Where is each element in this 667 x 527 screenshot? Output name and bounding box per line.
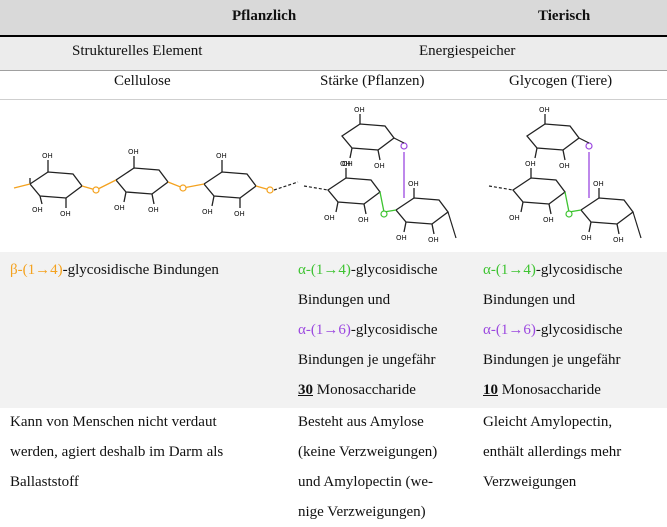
alpha16-label: α-(1→6) (298, 322, 351, 338)
svg-text:OH: OH (42, 152, 53, 160)
svg-text:OH: OH (613, 236, 624, 244)
svg-text:OH: OH (539, 106, 550, 114)
svg-text:OH: OH (408, 180, 419, 188)
name-glycogen: Glycogen (Tiere) (509, 73, 613, 89)
svg-text:OH: OH (148, 206, 159, 214)
note-cellulose: Kann von Menschen nicht verdaut werden, … (10, 414, 224, 490)
svg-text:OH: OH (509, 214, 520, 222)
branch-count: 10 (483, 382, 498, 398)
branch-count: 30 (298, 382, 313, 398)
svg-text:OH: OH (216, 152, 227, 160)
starch-structure: OH OH OH OH OH OH OH OH OH (303, 106, 457, 244)
notes-row: Kann von Menschen nicht verdaut werden, … (0, 408, 667, 527)
svg-text:OH: OH (354, 106, 365, 114)
note-glycogen: Gleicht Amylopectin, enthält allerdings … (483, 414, 622, 490)
alpha16-label: α-(1→6) (483, 322, 536, 338)
svg-text:OH: OH (324, 214, 335, 222)
svg-text:OH: OH (60, 210, 71, 218)
alpha14-label: α-(1→4) (298, 262, 351, 278)
svg-text:OH: OH (32, 206, 43, 214)
svg-text:OH: OH (559, 162, 570, 170)
svg-text:OH: OH (428, 236, 439, 244)
name-starch: Stärke (Pflanzen) (320, 73, 425, 89)
svg-text:OH: OH (128, 148, 139, 156)
role-structural: Strukturelles Element (72, 43, 203, 59)
svg-text:OH: OH (202, 208, 213, 216)
cellulose-structure: OH OH OH OH OH OH OH OH OH (13, 148, 299, 218)
svg-text:OH: OH (234, 210, 245, 218)
svg-text:OH: OH (543, 216, 554, 224)
role-row: Strukturelles Element Energiespeicher (0, 35, 667, 71)
svg-text:OH: OH (581, 234, 592, 242)
bond-row: β-(1→4)-glycosidische Bindungen α-(1→4)-… (0, 252, 667, 408)
bond-starch: α-(1→4)-glycosidische Bindungen und α-(1… (298, 262, 438, 398)
svg-text:OH: OH (340, 160, 351, 168)
svg-text:OH: OH (396, 234, 407, 242)
bond-glycogen: α-(1→4)-glycosidische Bindungen und α-(1… (483, 262, 623, 398)
svg-text:OH: OH (358, 216, 369, 224)
header-animal: Tierisch (538, 8, 591, 24)
glycogen-structure: OH OH OH OH OH OH OH OH (488, 106, 642, 244)
structure-row: OH OH OH OH OH OH OH OH OH (0, 100, 667, 252)
alpha14-label: α-(1→4) (483, 262, 536, 278)
name-cellulose: Cellulose (114, 73, 171, 89)
header-row: Pflanzlich Tierisch (0, 0, 667, 35)
svg-text:OH: OH (114, 204, 125, 212)
svg-text:OH: OH (374, 162, 385, 170)
header-plant: Pflanzlich (232, 8, 297, 24)
svg-text:OH: OH (342, 160, 353, 168)
role-energy: Energiespeicher (419, 43, 516, 59)
beta-bond-label: β-(1→4) (10, 262, 63, 278)
bond-cellulose: β-(1→4)-glycosidische Bindungen (10, 262, 219, 278)
name-row: Cellulose Stärke (Pflanzen) Glycogen (Ti… (0, 71, 667, 100)
svg-text:OH: OH (593, 180, 604, 188)
svg-text:OH: OH (525, 160, 536, 168)
note-starch: Besteht aus Amylose (keine Verzweigungen… (298, 414, 438, 520)
